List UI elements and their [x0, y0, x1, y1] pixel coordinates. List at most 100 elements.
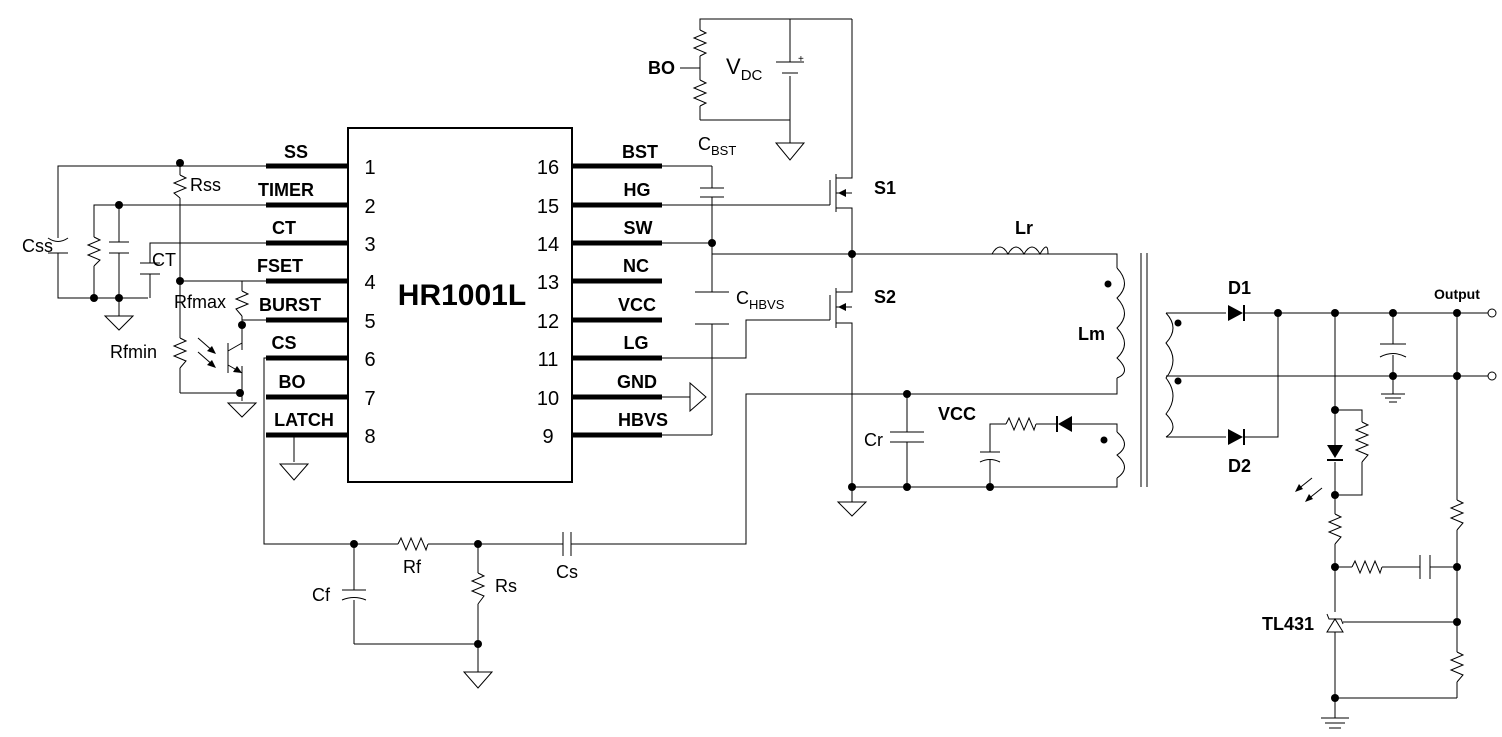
pin3-label: CT	[272, 218, 296, 238]
vcc-label: VCC	[938, 404, 976, 424]
lr-label: Lr	[1015, 218, 1033, 238]
divider-upper-resistor	[1449, 499, 1465, 531]
pin13-number: 13	[537, 272, 559, 294]
transformer-core	[1140, 253, 1148, 487]
vdc-battery-icon: +	[776, 54, 804, 74]
pin5-label: BURST	[259, 295, 321, 315]
pin15-label: HG	[624, 180, 651, 200]
cr-capacitor	[890, 431, 924, 443]
chbvs-capacitor	[695, 291, 729, 325]
bo-label: BO	[648, 58, 675, 78]
ground-icon-bridge	[836, 487, 868, 517]
tl431-icon	[1326, 613, 1350, 633]
junction-dots-left	[90, 159, 482, 648]
ground-icon-output	[1381, 393, 1405, 403]
ground-icon-secondary	[1321, 717, 1349, 729]
led-bias-resistor	[1354, 421, 1370, 463]
rfmin-resistor	[172, 337, 188, 369]
d2-label: D2	[1228, 456, 1251, 476]
rf-label: Rf	[403, 557, 422, 577]
cs-capacitor	[562, 532, 572, 556]
left-network-wires	[57, 163, 1118, 672]
s2-label: S2	[874, 287, 896, 307]
s1-label: S1	[874, 178, 896, 198]
pin6-number: 6	[364, 349, 375, 371]
divider-lower-resistor	[1449, 651, 1465, 683]
chbvs-label: CHBVS	[736, 288, 785, 312]
pin11-label: LG	[624, 333, 649, 353]
css-capacitor	[47, 237, 69, 254]
rfmax-label: Rfmax	[174, 292, 226, 312]
ground-icon-vdc	[774, 142, 806, 161]
pin12-label: VCC	[618, 295, 656, 315]
pin10-number: 10	[537, 388, 559, 410]
pin8-number: 8	[364, 426, 375, 448]
d2-diode-icon	[1228, 429, 1245, 445]
ic-left-pins	[266, 163, 348, 438]
vcc-capacitor	[979, 451, 1001, 463]
junction-dots-secondary	[1274, 309, 1461, 702]
ic-name: HR1001L	[398, 279, 526, 312]
junction-dots-middle	[708, 239, 994, 491]
pin11-number: 11	[538, 349, 559, 371]
ground-icon-burst	[226, 402, 258, 418]
rss-resistor	[172, 174, 188, 199]
ground-icon-latch	[278, 463, 310, 481]
d1-label: D1	[1228, 278, 1251, 298]
vcc-resistor	[1005, 416, 1037, 432]
ic-body	[347, 127, 573, 483]
output-capacitor	[1379, 343, 1407, 358]
ground-icon-rs	[462, 671, 494, 689]
timer-capacitor	[109, 241, 129, 254]
secondary-wires	[1166, 312, 1488, 718]
pin9-number: 9	[542, 426, 553, 448]
vdc-label: VDC	[726, 54, 763, 84]
rfmin-label: Rfmin	[110, 342, 157, 362]
cs-label: Cs	[556, 562, 578, 582]
timer-resistor	[86, 236, 102, 267]
pin8-label: LATCH	[274, 410, 334, 430]
lm-inductor	[1116, 267, 1125, 379]
pin7-label: BO	[279, 372, 306, 392]
pin9-label: HBVS	[618, 410, 668, 430]
pin14-label: SW	[624, 218, 653, 238]
pin2-label: TIMER	[258, 180, 314, 200]
comp-resistor	[1351, 559, 1383, 575]
led-series-resistor	[1327, 513, 1343, 545]
pin6-label: CS	[271, 333, 296, 353]
svg-text:+: +	[798, 54, 804, 65]
s2-mosfet-icon	[829, 280, 853, 340]
cf-label: Cf	[312, 585, 331, 605]
css-label: Css	[22, 236, 53, 256]
pin13-label: NC	[623, 256, 649, 276]
tl431-label: TL431	[1262, 614, 1314, 634]
vcc-aux-winding	[1116, 431, 1125, 479]
vdc-network-wires	[680, 18, 853, 166]
pin4-label: FSET	[257, 256, 303, 276]
pin3-number: 3	[364, 234, 375, 256]
lm-label: Lm	[1078, 324, 1105, 344]
pin16-label: BST	[622, 142, 658, 162]
bo-upper-resistor	[692, 29, 708, 57]
output-terminals	[1487, 308, 1497, 381]
secondary-winding	[1165, 312, 1174, 438]
pin1-number: 1	[364, 157, 375, 179]
pin12-number: 12	[537, 311, 559, 333]
cr-vcc-wires	[852, 394, 1118, 488]
lr-inductor	[991, 246, 1118, 268]
output-label: Output	[1434, 286, 1480, 302]
cbst-capacitor	[700, 187, 724, 198]
rs-label: Rs	[495, 576, 517, 596]
cr-label: Cr	[864, 430, 883, 450]
ic-right-pins	[572, 163, 662, 438]
comp-capacitor	[1419, 555, 1431, 579]
opto-transistor-icon	[197, 337, 243, 374]
pin2-number: 2	[364, 196, 375, 218]
ct-label: CT	[152, 250, 176, 270]
rfmax-resistor	[234, 290, 250, 317]
rs-resistor	[470, 572, 486, 605]
cbst-label: CBST	[698, 134, 736, 158]
ground-icon-gnd-pin	[689, 381, 707, 413]
s1-mosfet-icon	[829, 166, 853, 228]
rf-resistor	[397, 536, 429, 552]
